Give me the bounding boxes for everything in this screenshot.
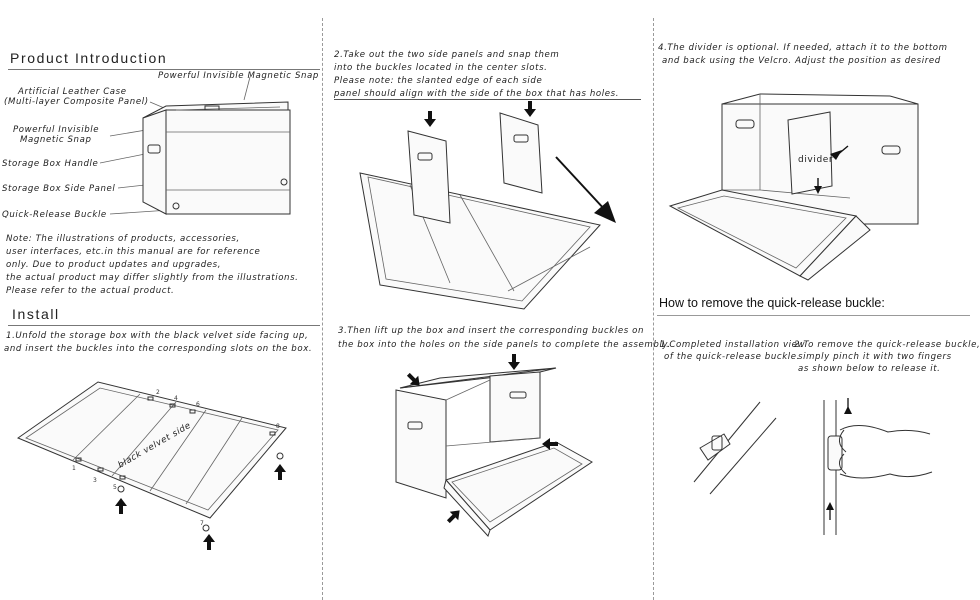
slot-number: 2 xyxy=(156,389,160,396)
note-line: Note: The illustrations of products, acc… xyxy=(6,234,240,244)
title-underline xyxy=(8,69,320,70)
divider-illustration: divider xyxy=(668,93,919,281)
sub1-line: 1.Completed installation view xyxy=(660,340,806,350)
step2-line: panel should align with the side of the … xyxy=(334,89,620,99)
label-handle: Storage Box Handle xyxy=(2,159,99,169)
step1-line: 1.Unfold the storage box with the black … xyxy=(6,331,309,341)
unfolded-board-illustration: black velvet side 1 2 3 4 5 6 7 8 xyxy=(16,381,287,550)
install-title: Install xyxy=(12,306,60,322)
remove-title-underline xyxy=(657,315,970,316)
note-line: the actual product may differ slightly f… xyxy=(6,273,299,283)
slot-number: 4 xyxy=(174,395,178,402)
sub2-line: simply pinch it with two fingers xyxy=(798,352,952,362)
divider-label: divider xyxy=(798,155,833,165)
column-separator-left xyxy=(322,18,323,600)
slot-number: 1 xyxy=(72,465,76,472)
assembled-box-illustration xyxy=(395,354,593,537)
label-magnetic-snap-top: Powerful Invisible Magnetic Snap xyxy=(158,71,319,81)
step3-line: 3.Then lift up the box and insert the co… xyxy=(338,326,645,336)
note-line: user interfaces, etc.in this manual are … xyxy=(6,247,261,257)
label-case-line1: Artificial Leather Case xyxy=(18,87,127,97)
product-introduction-title: Product Introduction xyxy=(10,50,168,66)
step4-line: and back using the Velcro. Adjust the po… xyxy=(662,56,941,66)
label-snap-line2: Magnetic Snap xyxy=(20,135,92,145)
slot-number: 7 xyxy=(200,520,204,527)
slot-number: 6 xyxy=(196,401,200,408)
step2-underline xyxy=(334,99,641,100)
product-box-illustration xyxy=(99,76,291,215)
note-line: Please refer to the actual product. xyxy=(6,286,175,296)
buckle-pinch-illustration xyxy=(823,398,933,535)
side-panels-illustration xyxy=(359,101,616,310)
label-buckle: Quick-Release Buckle xyxy=(2,210,107,220)
step2-line: 2.Take out the two side panels and snap … xyxy=(334,50,560,60)
buckle-installed-illustration xyxy=(693,401,777,495)
column-separator-right xyxy=(653,18,654,600)
sub2-line: as shown below to release it. xyxy=(798,364,941,374)
step2-line: Please note: the slanted edge of each si… xyxy=(334,76,543,86)
sub2-line: 2.To remove the quick-release buckle, xyxy=(794,340,980,350)
slot-number: 3 xyxy=(93,477,97,484)
step3-line: the box into the holes on the side panel… xyxy=(338,340,671,350)
slot-number: 8 xyxy=(276,423,280,430)
note-line: only. Due to product updates and upgrade… xyxy=(6,260,222,270)
step4-line: 4.The divider is optional. If needed, at… xyxy=(658,43,948,53)
install-underline xyxy=(8,325,320,326)
step2-line: into the buckles located in the center s… xyxy=(334,63,548,73)
slot-number: 5 xyxy=(113,484,117,491)
step1-line: and insert the buckles into the correspo… xyxy=(4,344,313,354)
sub1-line: of the quick-release buckle. xyxy=(664,352,801,362)
label-snap-line1: Powerful Invisible xyxy=(13,125,100,135)
label-case-line2: (Multi-layer Composite Panel) xyxy=(4,97,149,107)
label-side-panel: Storage Box Side Panel xyxy=(2,184,116,194)
remove-buckle-title: How to remove the quick-release buckle: xyxy=(659,296,885,310)
